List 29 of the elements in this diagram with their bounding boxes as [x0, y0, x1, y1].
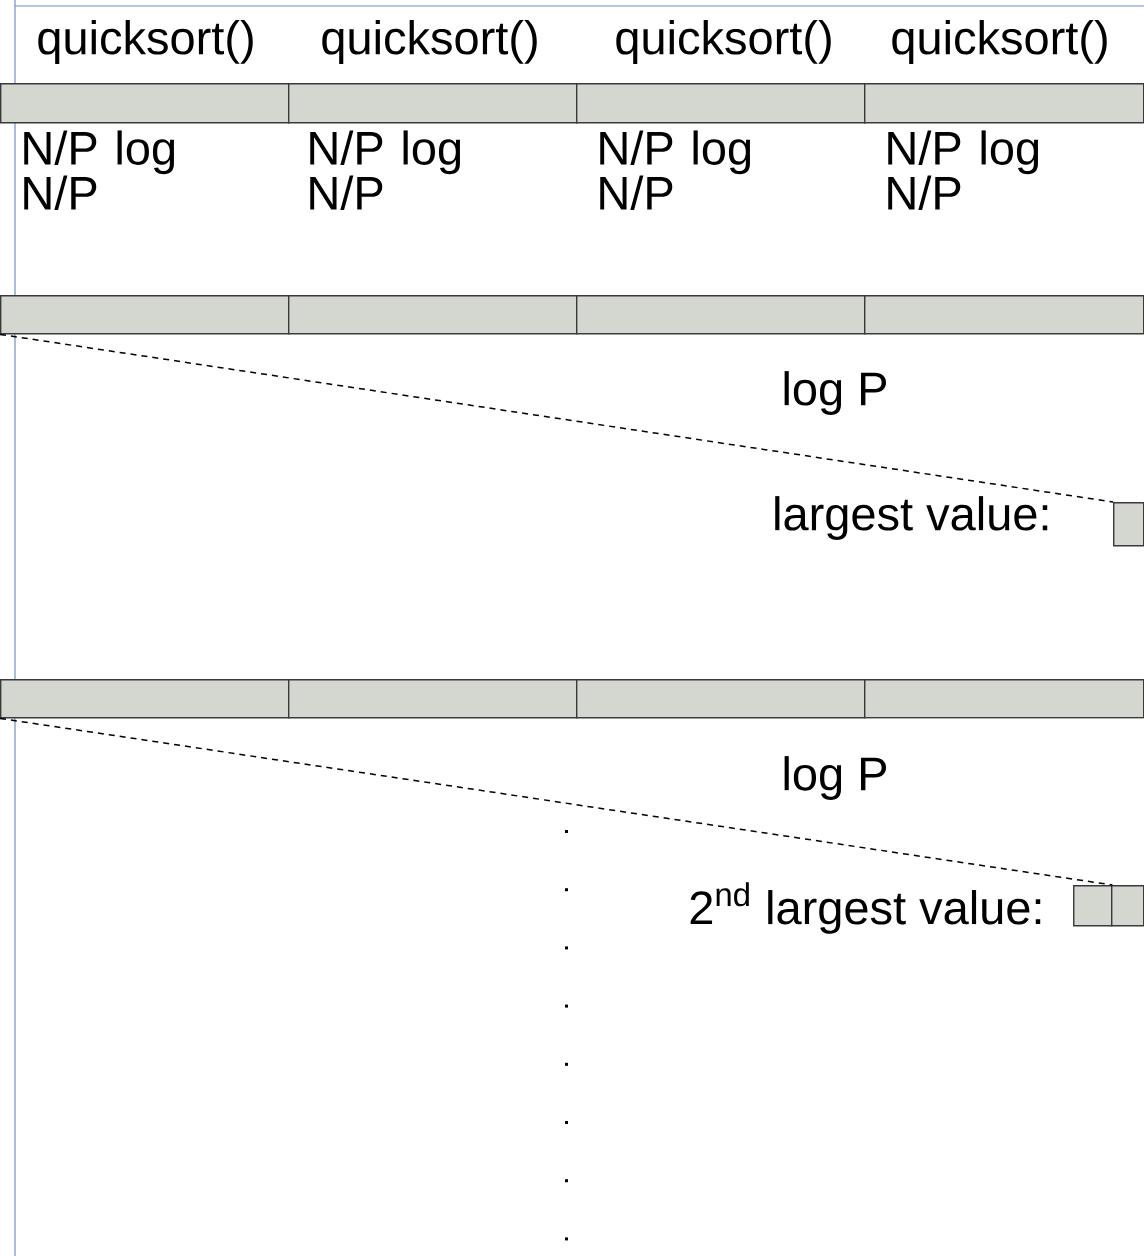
complexity-label: N/P log N/P — [888, 130, 1039, 210]
function-label: quicksort() — [892, 20, 1107, 64]
array-cell — [0, 83, 290, 124]
array-cell — [864, 295, 1144, 335]
array-cell — [576, 295, 866, 335]
array-cell — [288, 679, 578, 719]
array-cell — [1073, 885, 1113, 927]
array-cell — [576, 83, 866, 124]
complexity-label: N/P log N/P — [310, 130, 461, 210]
array-cell — [576, 679, 866, 719]
dashed-line — [0, 333, 1114, 503]
value-label: 2$^{nd}$ largest value: — [690, 882, 1041, 934]
complexity-label: N/P log N/P — [600, 130, 751, 210]
array-cell — [1111, 885, 1144, 927]
edge-label: log P — [784, 371, 887, 415]
function-label: quicksort() — [38, 20, 253, 64]
array-cell — [0, 679, 290, 719]
array-cell — [288, 83, 578, 124]
complexity-label: N/P log N/P — [24, 130, 175, 210]
function-label: quicksort() — [616, 20, 831, 64]
array-cell — [1113, 502, 1144, 547]
edge-label: log P — [784, 756, 887, 800]
array-cell — [864, 83, 1144, 124]
function-label: quicksort() — [322, 20, 537, 64]
array-cell — [864, 679, 1144, 719]
value-label: largest value: — [775, 496, 1048, 540]
array-cell — [288, 295, 578, 335]
dashed-line — [0, 717, 1114, 886]
array-cell — [0, 295, 290, 335]
